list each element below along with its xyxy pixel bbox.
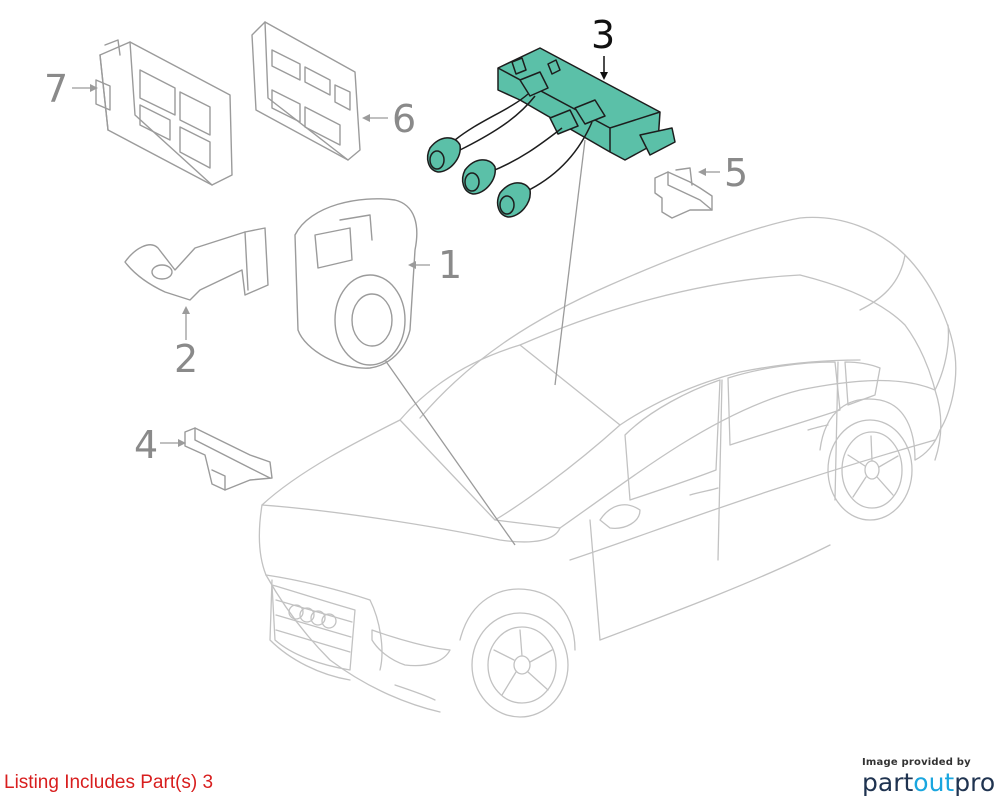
part-3-antenna-module <box>426 47 676 218</box>
callout-4: 4 <box>134 423 158 467</box>
callout-6: 6 <box>392 97 416 141</box>
leader-lines <box>72 56 720 546</box>
logo-part: part <box>862 768 914 797</box>
callout-1: 1 <box>438 243 462 287</box>
part-6-module <box>251 21 361 161</box>
part-2-bracket <box>124 227 269 301</box>
part-7-control-module <box>95 39 233 186</box>
callout-2: 2 <box>174 337 198 381</box>
part-5-sensor <box>654 167 713 219</box>
logo-provided-by: Image provided by <box>862 757 971 768</box>
logo-wordmark: partoutpro <box>862 768 996 798</box>
listing-caption: Listing Includes Part(s) 3 <box>4 772 214 793</box>
callout-3: 3 <box>591 13 615 57</box>
part-4-sensor <box>184 427 273 491</box>
logo-out: out <box>913 768 955 797</box>
partoutpro-logo: Image provided by partoutpro <box>862 757 996 798</box>
callout-7: 7 <box>44 67 68 111</box>
vehicle-outline <box>258 216 957 718</box>
part-1-horn <box>294 198 418 369</box>
logo-pro: pro <box>954 768 996 797</box>
callout-5: 5 <box>724 151 748 195</box>
